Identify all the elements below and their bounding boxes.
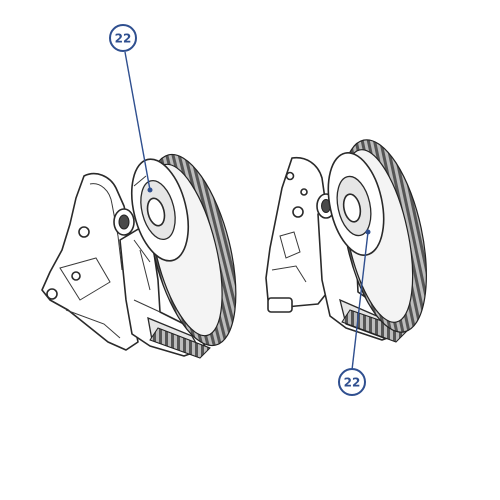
callout-number: 22 bbox=[344, 376, 361, 390]
callout-circle bbox=[109, 24, 137, 52]
callout-leader-line bbox=[124, 51, 151, 191]
left-toothed-pulley bbox=[131, 153, 237, 347]
callout-leader-dot bbox=[365, 229, 371, 235]
callout-bottom-right: 22 bbox=[338, 229, 371, 396]
right-bracket-hole bbox=[292, 206, 304, 218]
callout-circle bbox=[338, 368, 366, 396]
right-mount-foot bbox=[267, 297, 293, 313]
left-bracket-hole bbox=[78, 226, 90, 238]
left-assembly bbox=[41, 153, 237, 359]
left-belt-lower bbox=[149, 327, 211, 359]
right-pulley-hub bbox=[342, 193, 362, 223]
left-bracket-hole-lower bbox=[46, 288, 58, 300]
callout-number: 22 bbox=[115, 32, 132, 46]
callout-leader-line bbox=[351, 231, 369, 371]
right-toothed-pulley bbox=[327, 139, 427, 333]
left-pulley-hub bbox=[146, 197, 166, 227]
right-bracket-plate bbox=[265, 156, 327, 309]
callout-leader-dot bbox=[147, 187, 153, 193]
right-assembly bbox=[265, 139, 427, 343]
callout-top-left: 22 bbox=[109, 24, 153, 193]
